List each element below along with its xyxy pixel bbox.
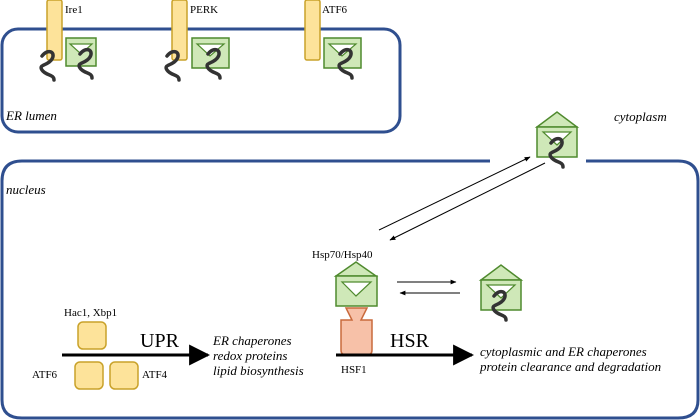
tf-atf4 bbox=[109, 361, 139, 390]
sensor-perk-label: PERK bbox=[190, 4, 218, 16]
sensor-ire1-label: Ire1 bbox=[65, 4, 83, 16]
arrow-to-nucleus bbox=[389, 162, 546, 241]
sensor-perk bbox=[164, 0, 230, 82]
hsf1-protein bbox=[340, 307, 373, 356]
sensor-atf6-label: ATF6 bbox=[322, 4, 348, 16]
nuclear-hsp70-client bbox=[478, 264, 524, 322]
sensor-ire1 bbox=[39, 0, 97, 82]
cytoplasm-hsp70-client bbox=[534, 111, 580, 169]
hsp70-hsp40-label: Hsp70/Hsp40 bbox=[312, 249, 373, 261]
cytoplasm-label: cytoplasm bbox=[614, 109, 667, 124]
hsf1-label: HSF1 bbox=[341, 364, 367, 376]
upr-target-3: lipid biosynthesis bbox=[213, 363, 304, 378]
tf-atf6 bbox=[74, 361, 104, 390]
sensor-atf6 bbox=[304, 0, 362, 80]
hsp70-hsf1-complex bbox=[333, 261, 379, 356]
er-membrane bbox=[0, 27, 402, 134]
hsr-target-2: protein clearance and degradation bbox=[479, 359, 661, 374]
upr-target-2: redox proteins bbox=[213, 348, 288, 363]
er-lumen-label: ER lumen bbox=[5, 108, 57, 123]
tf-hac1-xbp1 bbox=[77, 321, 107, 350]
nucleus-label: nucleus bbox=[6, 182, 46, 197]
atf6-tf-label: ATF6 bbox=[32, 369, 58, 381]
upr-label: UPR bbox=[140, 330, 180, 352]
hsr-label: HSR bbox=[390, 330, 430, 352]
hac1-xbp1-label: Hac1, Xbp1 bbox=[64, 307, 117, 319]
hsr-target-1: cytoplasmic and ER chaperones bbox=[480, 344, 647, 359]
upr-target-1: ER chaperones bbox=[212, 333, 292, 348]
atf4-tf-label: ATF4 bbox=[142, 369, 168, 381]
arrow-to-cytoplasm bbox=[378, 156, 531, 231]
nuclear-membrane bbox=[0, 159, 700, 420]
